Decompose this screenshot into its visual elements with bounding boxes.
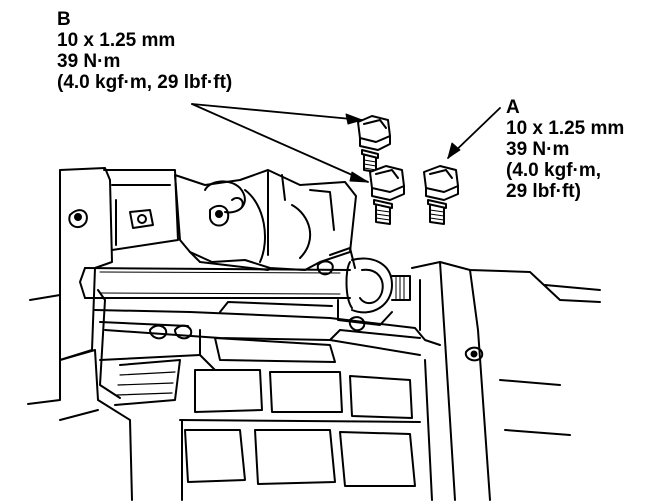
callout-a-torque: 39 N·m	[506, 139, 570, 160]
callout-a-letter: A	[506, 97, 520, 118]
callout-b-letter: B	[57, 9, 71, 30]
callout-a: A 10 x 1.25 mm 39 N·m (4.0 kgf·m, 29 lbf…	[506, 97, 624, 202]
transmission-housing	[174, 169, 357, 276]
callout-b-torque: 39 N·m	[57, 51, 121, 72]
bolt-b-upper	[357, 115, 391, 173]
callout-b-torque-alt: (4.0 kgf·m, 29 lbf·ft)	[57, 72, 233, 93]
callout-b: B 10 x 1.25 mm 39 N·m (4.0 kgf·m, 29 lbf…	[57, 9, 232, 93]
arrowheads	[345, 113, 461, 183]
callout-a-torque-alt-1: (4.0 kgf·m,	[506, 160, 602, 181]
callout-b-size: 10 x 1.25 mm	[57, 30, 176, 51]
right-casing	[411, 261, 601, 501]
drive-shaft	[79, 257, 411, 332]
lower-casing	[94, 301, 441, 501]
bolt-a	[423, 165, 459, 225]
engine-frame	[27, 167, 179, 501]
bolt-b-lower	[369, 165, 405, 225]
callout-a-torque-alt-2: 29 lbf·ft)	[506, 181, 581, 202]
callout-a-size: 10 x 1.25 mm	[506, 118, 625, 139]
